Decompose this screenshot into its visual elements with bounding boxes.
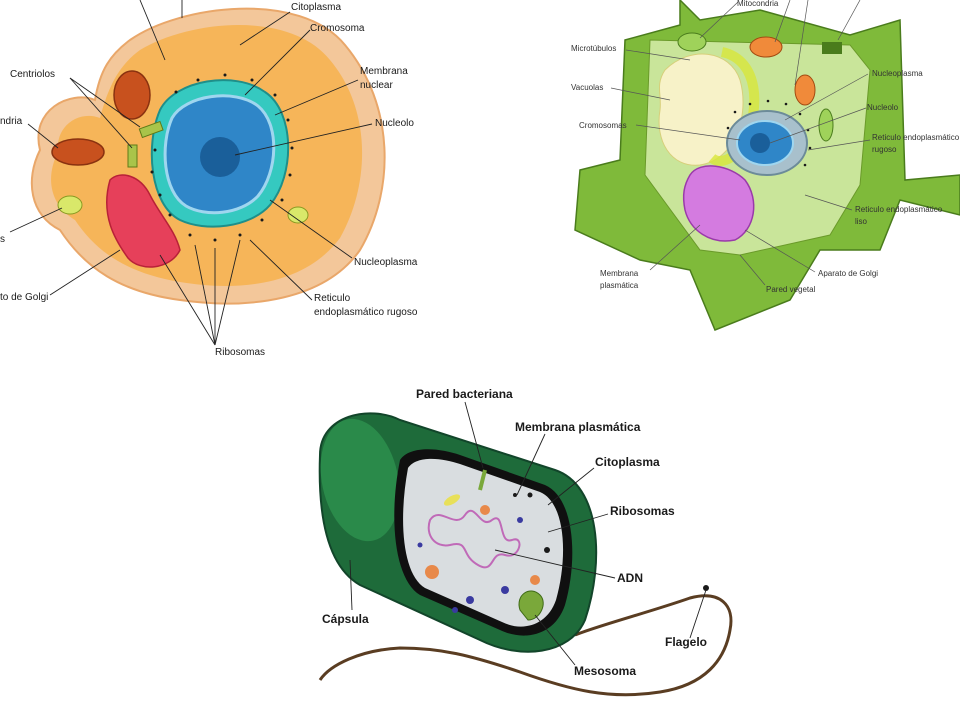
bacteria-label-citoplasma: Citoplasma (595, 455, 660, 469)
plant-label-mitocondria: Mitocondria (737, 0, 779, 8)
plant-mitochondrion-2 (749, 36, 783, 58)
animal-label-cromosoma: Cromosoma (310, 23, 365, 34)
bacteria-label-mesosoma: Mesosoma (574, 664, 636, 678)
plant-label-nucleoplasma: Nucleoplasma (872, 69, 923, 78)
animal-golgi (106, 174, 181, 268)
bacteria-pili (478, 469, 487, 491)
animal-label-membrana-2: nuclear (360, 80, 393, 91)
plant-label-vacuolas: Vacuolas (571, 83, 603, 92)
animal-label-membrana-1: Membrana (360, 66, 408, 77)
animal-vacuole (57, 195, 83, 215)
plant-label-rel-1: Reticulo endoplasmático (855, 205, 943, 214)
bacteria-flagellum-base (703, 585, 709, 591)
bacteria-label-capsula: Cápsula (322, 612, 369, 626)
plant-ribosome-dots (726, 99, 812, 167)
bacteria-inclusion (443, 494, 461, 506)
animal-label-reticulo-1: Reticulo (314, 293, 351, 304)
plant-mitochondrion-1 (677, 32, 707, 52)
plant-label-rer-2: rugoso (872, 145, 897, 154)
animal-label-vacuolas: s (0, 234, 5, 245)
animal-label-centriolos: Centriolos (10, 69, 55, 80)
animal-nucleolus (200, 137, 240, 177)
plant-label-nucleolo: Nucleolo (867, 103, 899, 112)
bacteria-cytoplasm (403, 458, 564, 627)
bacteria-label-membrana: Membrana plasmática (515, 420, 641, 434)
plant-label-cromosomas: Cromosomas (579, 121, 627, 130)
plant-label-membrana-1: Membrana (600, 269, 639, 278)
plant-label-pared: Pared vegetal (766, 285, 816, 294)
animal-label-nucleolo: Nucleolo (375, 118, 414, 129)
animal-mitochondrion-2 (51, 138, 105, 166)
plant-label-golgi: Aparato de Golgi (818, 269, 878, 278)
plant-label-microtubulos: Microtúbulos (571, 44, 616, 53)
animal-label-citoplasma: Citoplasma (291, 2, 341, 13)
animal-label-mitocondria: ndria (0, 116, 23, 127)
plant-nucleolus (750, 133, 770, 153)
animal-centriole-2 (127, 144, 138, 168)
plant-label-rel-2: liso (855, 217, 868, 226)
plant-label-rer-1: Reticulo endoplasmático (872, 133, 960, 142)
plant-golgi (682, 165, 755, 242)
plant-chloroplast-2 (822, 42, 842, 54)
plant-mitochondrion-3 (794, 74, 816, 106)
animal-centriole-1 (138, 120, 164, 139)
bacteria-dna (427, 509, 521, 569)
bacteria-label-pared: Pared bacteriana (416, 387, 513, 401)
animal-label-golgi: to de Golgi (0, 292, 48, 303)
plant-label-membrana-2: plasmática (600, 281, 639, 290)
animal-label-nucleoplasma: Nucleoplasma (354, 257, 418, 268)
bacteria-label-flagelo: Flagelo (665, 635, 707, 649)
bacteria-mesosoma (518, 590, 544, 621)
bacteria-label-adn: ADN (617, 571, 643, 585)
bacteria-capsule-end (320, 418, 400, 542)
animal-vacuole-2 (287, 206, 309, 224)
bacteria-label-ribosomas: Ribosomas (610, 504, 675, 518)
bacteria-flagellum (318, 594, 733, 697)
animal-ribosome-dots (150, 73, 294, 242)
animal-label-reticulo-2: endoplasmático rugoso (314, 307, 418, 318)
animal-mitochondrion-1 (113, 70, 151, 120)
animal-label-ribosomas: Ribosomas (215, 347, 265, 358)
bacteria-ribosomes (417, 492, 550, 613)
